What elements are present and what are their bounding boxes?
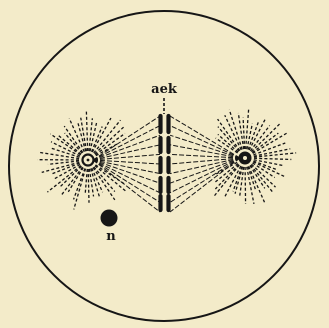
aster-left-ray xyxy=(89,169,93,197)
aster-right-ray xyxy=(253,132,288,153)
aster-right-ray xyxy=(235,167,243,194)
centrosome-left xyxy=(83,155,94,166)
aster-right-ray xyxy=(225,166,241,197)
spindle-fibre xyxy=(93,135,160,160)
spindle-fibre xyxy=(93,160,160,202)
aster-right-ray xyxy=(254,158,291,159)
aster-left-ray xyxy=(86,111,87,151)
aster-left-ray xyxy=(95,133,125,154)
spindle-fibre xyxy=(93,116,160,160)
centrosome-right xyxy=(240,153,251,164)
aster-left-ray xyxy=(48,161,79,164)
aster-left-ray xyxy=(74,169,86,210)
spindle-fibre xyxy=(170,126,240,158)
nucleolus-body xyxy=(101,210,118,227)
aster-right-ray xyxy=(243,118,244,149)
equatorial-plate xyxy=(161,116,169,210)
aster-right-ray xyxy=(218,134,238,152)
spindle-fibre xyxy=(93,160,160,212)
aster-right-ray xyxy=(252,133,278,152)
aster-left-ray xyxy=(85,169,87,195)
aster-right xyxy=(214,108,296,204)
spindle-fibre xyxy=(93,160,160,193)
label-n: n xyxy=(106,229,116,244)
aster-left-ray xyxy=(88,169,89,203)
aster-right-ray xyxy=(240,167,244,196)
cell-membrane xyxy=(9,11,319,321)
label-aek: aek xyxy=(151,82,178,97)
spindle-fibre xyxy=(170,158,240,202)
